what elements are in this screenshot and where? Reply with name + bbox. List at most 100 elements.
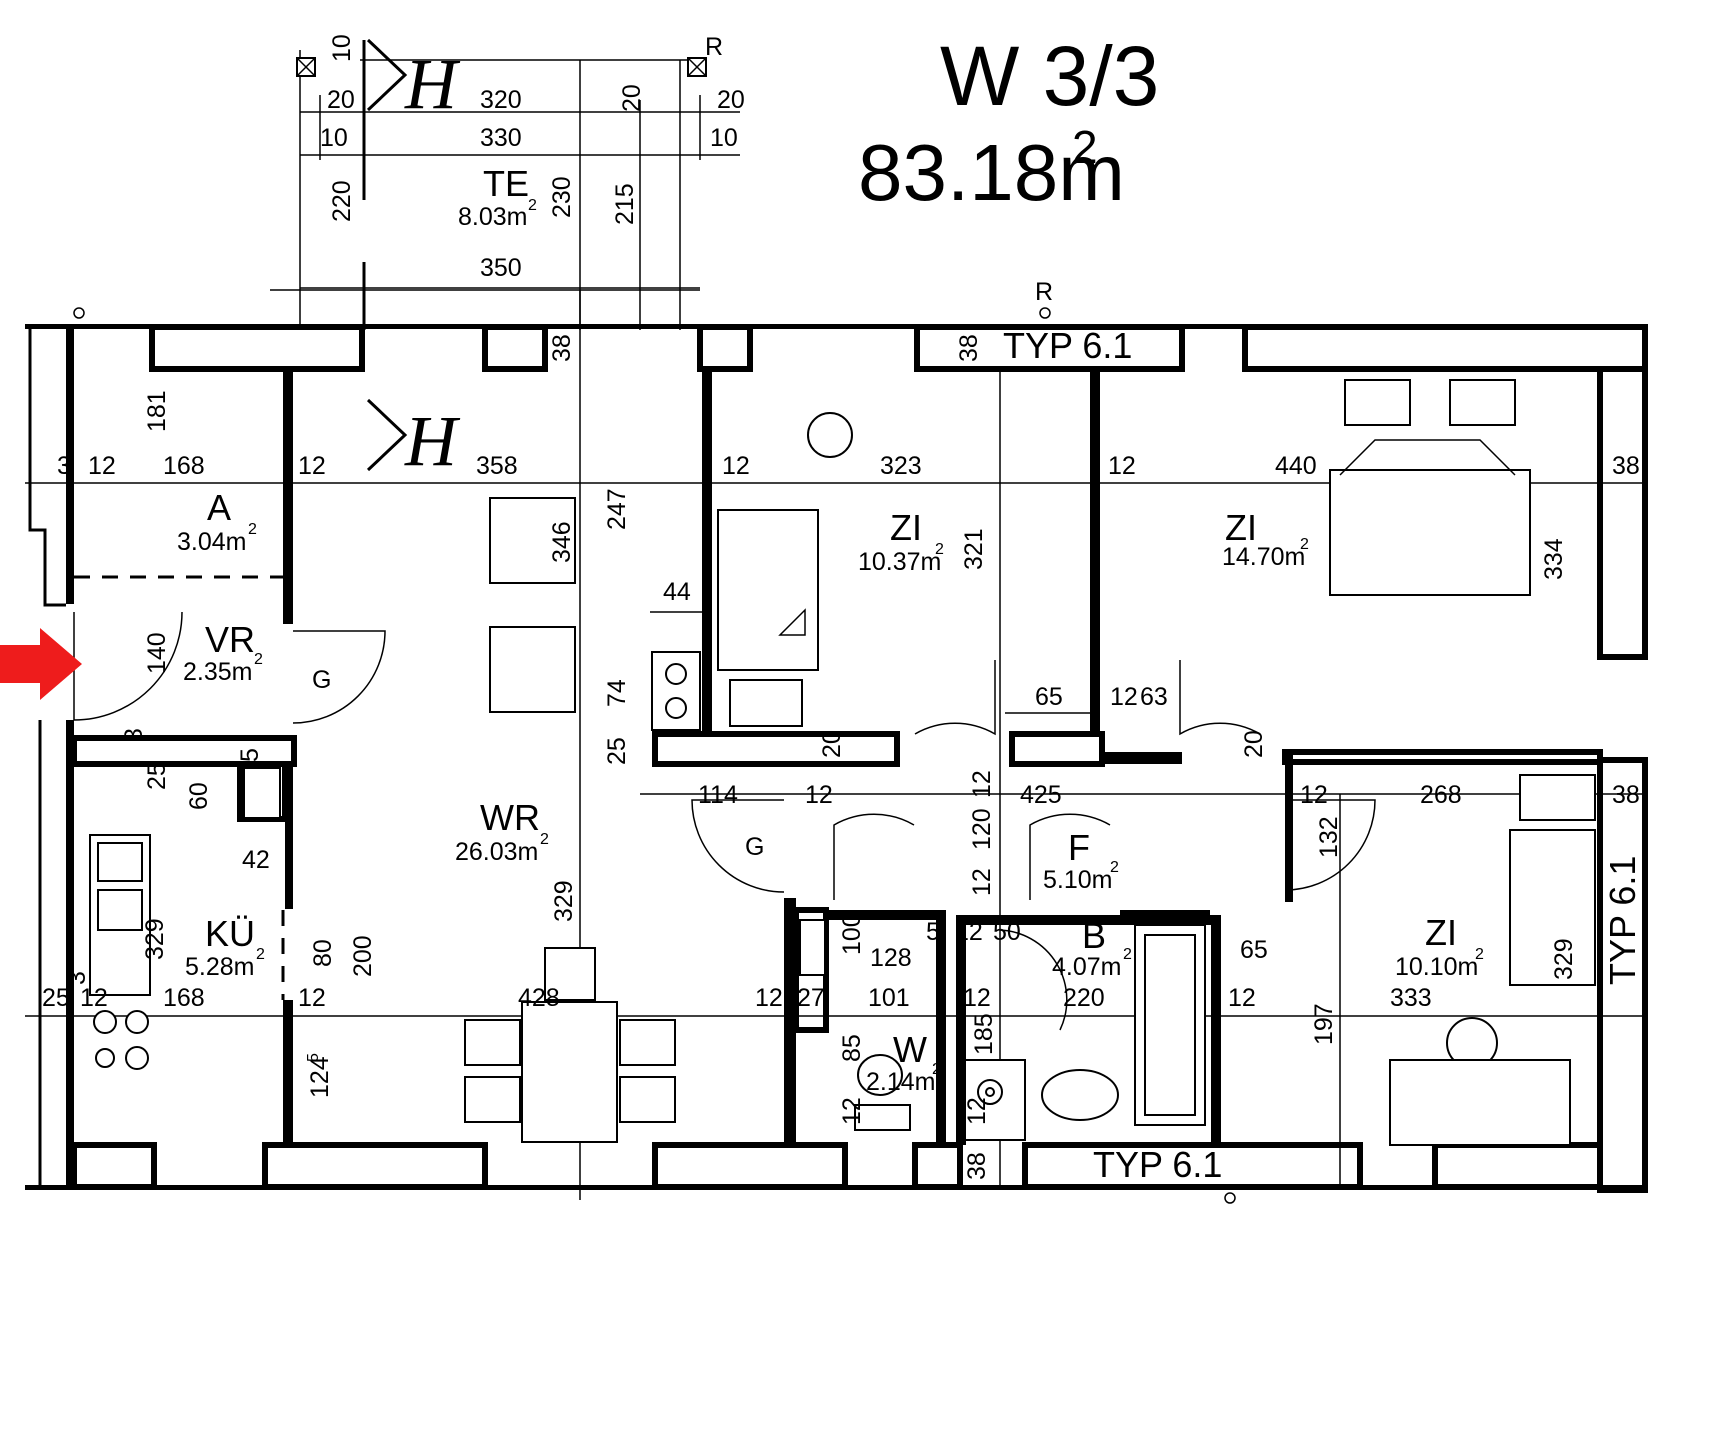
dim-v: 321 bbox=[960, 528, 988, 570]
dim-v: 12 bbox=[838, 1097, 866, 1125]
marker-r-terrace: R bbox=[705, 33, 723, 61]
dim-h: 12 bbox=[1110, 683, 1138, 711]
svg-text:2: 2 bbox=[256, 946, 265, 963]
window-type-right: TYP 6.1 bbox=[1602, 856, 1643, 985]
unit-area: 83.18m bbox=[858, 128, 1125, 217]
dim-v: 132 bbox=[1315, 816, 1343, 858]
dim-v: 197 bbox=[1310, 1003, 1338, 1045]
dim-v: 120 bbox=[968, 808, 996, 850]
room-f-area: 5.10m bbox=[1043, 866, 1112, 894]
room-labels: TE 8.03m 2 A 3.04m 2 VR 2.35m 2 KÜ 5.28m… bbox=[177, 163, 1484, 1096]
room-vr-code: VR bbox=[205, 619, 255, 660]
dim-v: 3 bbox=[120, 728, 148, 742]
dim-h: 12 bbox=[298, 984, 326, 1012]
dim-h: 12 bbox=[755, 984, 783, 1012]
svg-text:2: 2 bbox=[1123, 946, 1132, 963]
room-zi3-area: 10.10m bbox=[1395, 953, 1478, 981]
svg-text:2: 2 bbox=[528, 197, 537, 214]
dim-h: 12 bbox=[1300, 781, 1328, 809]
section-arrow-mid-icon bbox=[366, 398, 408, 472]
room-ku-area: 5.28m bbox=[185, 953, 254, 981]
dim-h: 20 bbox=[327, 86, 355, 114]
marker-r-circle-icon bbox=[1039, 307, 1051, 319]
dim-h: 168 bbox=[163, 452, 205, 480]
dim-v: 20 bbox=[818, 730, 846, 758]
room-zi3-code: ZI bbox=[1425, 912, 1457, 953]
dim-v: 38 bbox=[963, 1152, 991, 1180]
dim-h: 268 bbox=[1420, 781, 1462, 809]
dim-v: 12 bbox=[968, 868, 996, 896]
room-w-area: 2.14m bbox=[866, 1068, 935, 1096]
dim-v: 230 bbox=[548, 176, 576, 218]
room-wr-code: WR bbox=[480, 797, 540, 838]
room-zi1-area: 10.37m bbox=[858, 548, 941, 576]
dim-h: 428 bbox=[518, 984, 560, 1012]
dim-v: 334 bbox=[1540, 538, 1568, 580]
dim-v: 220 bbox=[328, 180, 356, 222]
dim-v: 5 bbox=[236, 748, 264, 762]
dim-v: 329 bbox=[141, 918, 169, 960]
room-te-area: 8.03m bbox=[458, 203, 527, 231]
marker-left-circle-icon bbox=[73, 307, 85, 319]
dim-v: 85 bbox=[838, 1034, 866, 1062]
room-wr-area: 26.03m bbox=[455, 838, 538, 866]
dim-v: 20 bbox=[1240, 730, 1268, 758]
dim-v: 200 bbox=[349, 935, 377, 977]
svg-text:2: 2 bbox=[254, 651, 263, 668]
dim-h: 333 bbox=[1390, 984, 1432, 1012]
unit-code: W 3/3 bbox=[940, 29, 1159, 123]
dim-v: 60 bbox=[185, 782, 213, 810]
dim-h: 168 bbox=[163, 984, 205, 1012]
dim-h: 12 bbox=[88, 452, 116, 480]
unit-area-superscript: 2 bbox=[1072, 121, 1098, 173]
dim-h: 358 bbox=[476, 452, 518, 480]
dim-v: 185 bbox=[970, 1013, 998, 1055]
room-zi2-area: 14.70m bbox=[1222, 543, 1305, 571]
dim-h: 5 bbox=[926, 918, 940, 946]
dim-h: 330 bbox=[480, 124, 522, 152]
dim-h: 20 bbox=[618, 84, 646, 112]
dim-h: 27 bbox=[797, 984, 825, 1012]
dim-v: 140 bbox=[143, 632, 171, 674]
dim-v: 25 bbox=[143, 762, 171, 790]
dim-v: 329 bbox=[1550, 938, 1578, 980]
dim-h: 65 bbox=[1240, 936, 1268, 964]
dim-h: 323 bbox=[880, 452, 922, 480]
dim-h: 220 bbox=[1063, 984, 1105, 1012]
entrance-arrow-icon bbox=[0, 628, 82, 700]
dim-h: 44 bbox=[663, 578, 691, 606]
furniture bbox=[89, 379, 1596, 1146]
vertical-dimensions: 10 220 230 215 38 38 181 346 247 321 334… bbox=[63, 34, 1578, 1180]
dim-h: 101 bbox=[868, 984, 910, 1012]
room-zi2-code: ZI bbox=[1225, 507, 1257, 548]
dim-v: 3 bbox=[63, 971, 91, 985]
dim-h: 114 bbox=[698, 781, 738, 809]
dim-v: 38 bbox=[955, 334, 983, 362]
dim-h: 12 bbox=[1228, 984, 1256, 1012]
dim-h: 65 bbox=[1035, 683, 1063, 711]
dim-h: 12 bbox=[963, 984, 991, 1012]
svg-text:2: 2 bbox=[1300, 536, 1309, 553]
gas-marker-1: G bbox=[312, 666, 331, 694]
dim-h: 42 bbox=[242, 846, 270, 874]
dim-h: 12 bbox=[722, 452, 750, 480]
dim-h: 440 bbox=[1275, 452, 1317, 480]
svg-text:2: 2 bbox=[540, 831, 549, 848]
window-type-bottom: TYP 6.1 bbox=[1093, 1144, 1222, 1185]
room-te-code: TE bbox=[483, 163, 529, 204]
dim-h: 25 bbox=[42, 984, 70, 1012]
room-w-code: W bbox=[893, 1029, 927, 1070]
dim-v: 12 bbox=[968, 770, 996, 798]
room-a-area: 3.04m bbox=[177, 528, 246, 556]
room-ku-code: KÜ bbox=[205, 913, 255, 954]
dim-h: 12 bbox=[805, 781, 833, 809]
svg-text:2: 2 bbox=[1475, 946, 1484, 963]
dim-h: 50 bbox=[993, 918, 1021, 946]
svg-text:2: 2 bbox=[248, 521, 257, 538]
dim-h: 12 bbox=[80, 984, 108, 1012]
svg-text:2: 2 bbox=[935, 541, 944, 558]
dim-v: 329 bbox=[550, 880, 578, 922]
dim-h: 12 bbox=[955, 918, 983, 946]
dim-v: 38 bbox=[548, 334, 576, 362]
dim-h: 10 bbox=[710, 124, 738, 152]
